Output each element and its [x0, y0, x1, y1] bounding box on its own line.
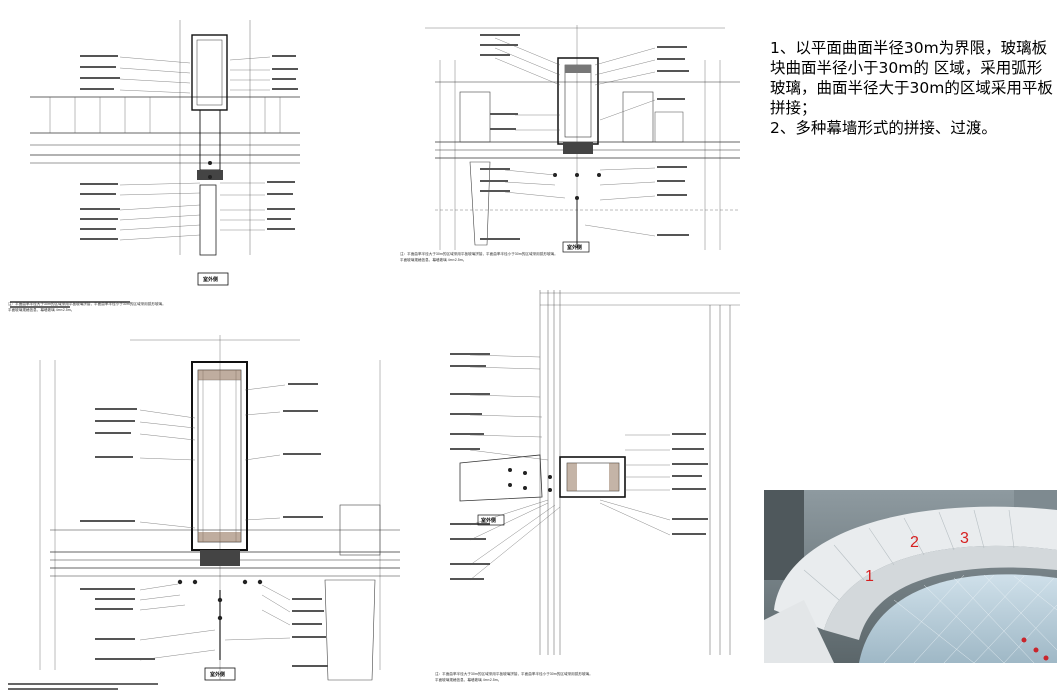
spec-note-2: 注：平面曲率半径大于30m的区域采用平板玻璃拼接，平面曲率半径小于30m的区域采… [400, 251, 558, 256]
outdoor-label-2: 室外侧 [567, 244, 582, 251]
marker-2: 2 [910, 534, 919, 551]
design-notes: 1、以平面曲面半径30m为界限，玻璃板块曲面半径小于30m的 区域，采用弧形玻璃… [770, 38, 1055, 138]
outdoor-label-1: 室外侧 [203, 276, 218, 283]
detail-drawing-3: 注：平面曲率半径大于30m的区域采用平板玻璃拼接，平面曲率半径小于30m的区域采… [0, 300, 400, 694]
building-rendering-image: 1 2 3 [764, 490, 1057, 663]
marker-1: 1 [865, 568, 874, 585]
note-item-1: 1、以平面曲面半径30m为界限，玻璃板块曲面半径小于30m的 区域，采用弧形玻璃… [770, 39, 1053, 117]
note-item-2: 2、多种幕墙形式的拼接、过渡。 [770, 119, 997, 137]
spec-note-4b: 平面玻璃规格信息，幕墙玻璃 4m×2.5m。 [435, 677, 501, 682]
detail-drawing-2: 室外侧 注：平面曲率半径大于30m的区域采用平板玻璃拼接，平面曲率半径小于30m… [395, 20, 740, 265]
detail-drawing-1: 室外侧 [0, 15, 300, 315]
spec-note-4: 注：平面曲率半径大于30m的区域采用平板玻璃拼接，平面曲率半径小于30m的区域采… [435, 671, 593, 676]
spec-note-3b: 平面玻璃规格信息，幕墙玻璃 4m×2.5m。 [8, 307, 74, 312]
detail-drawing-4: 室外侧 注：平面曲率半径大于30m的区域采用平板玻璃拼接，平面曲率半径小于30m… [430, 285, 760, 685]
marker-3: 3 [960, 530, 969, 547]
spec-note-2b: 平面玻璃规格信息，幕墙玻璃 4m×2.5m。 [400, 257, 466, 262]
outdoor-label-3: 室外侧 [210, 671, 225, 678]
spec-note-3: 注：平面曲率半径大于30m的区域采用平板玻璃拼接，平面曲率半径小于30m的区域采… [8, 301, 166, 306]
outdoor-label-4: 室外侧 [481, 517, 496, 524]
